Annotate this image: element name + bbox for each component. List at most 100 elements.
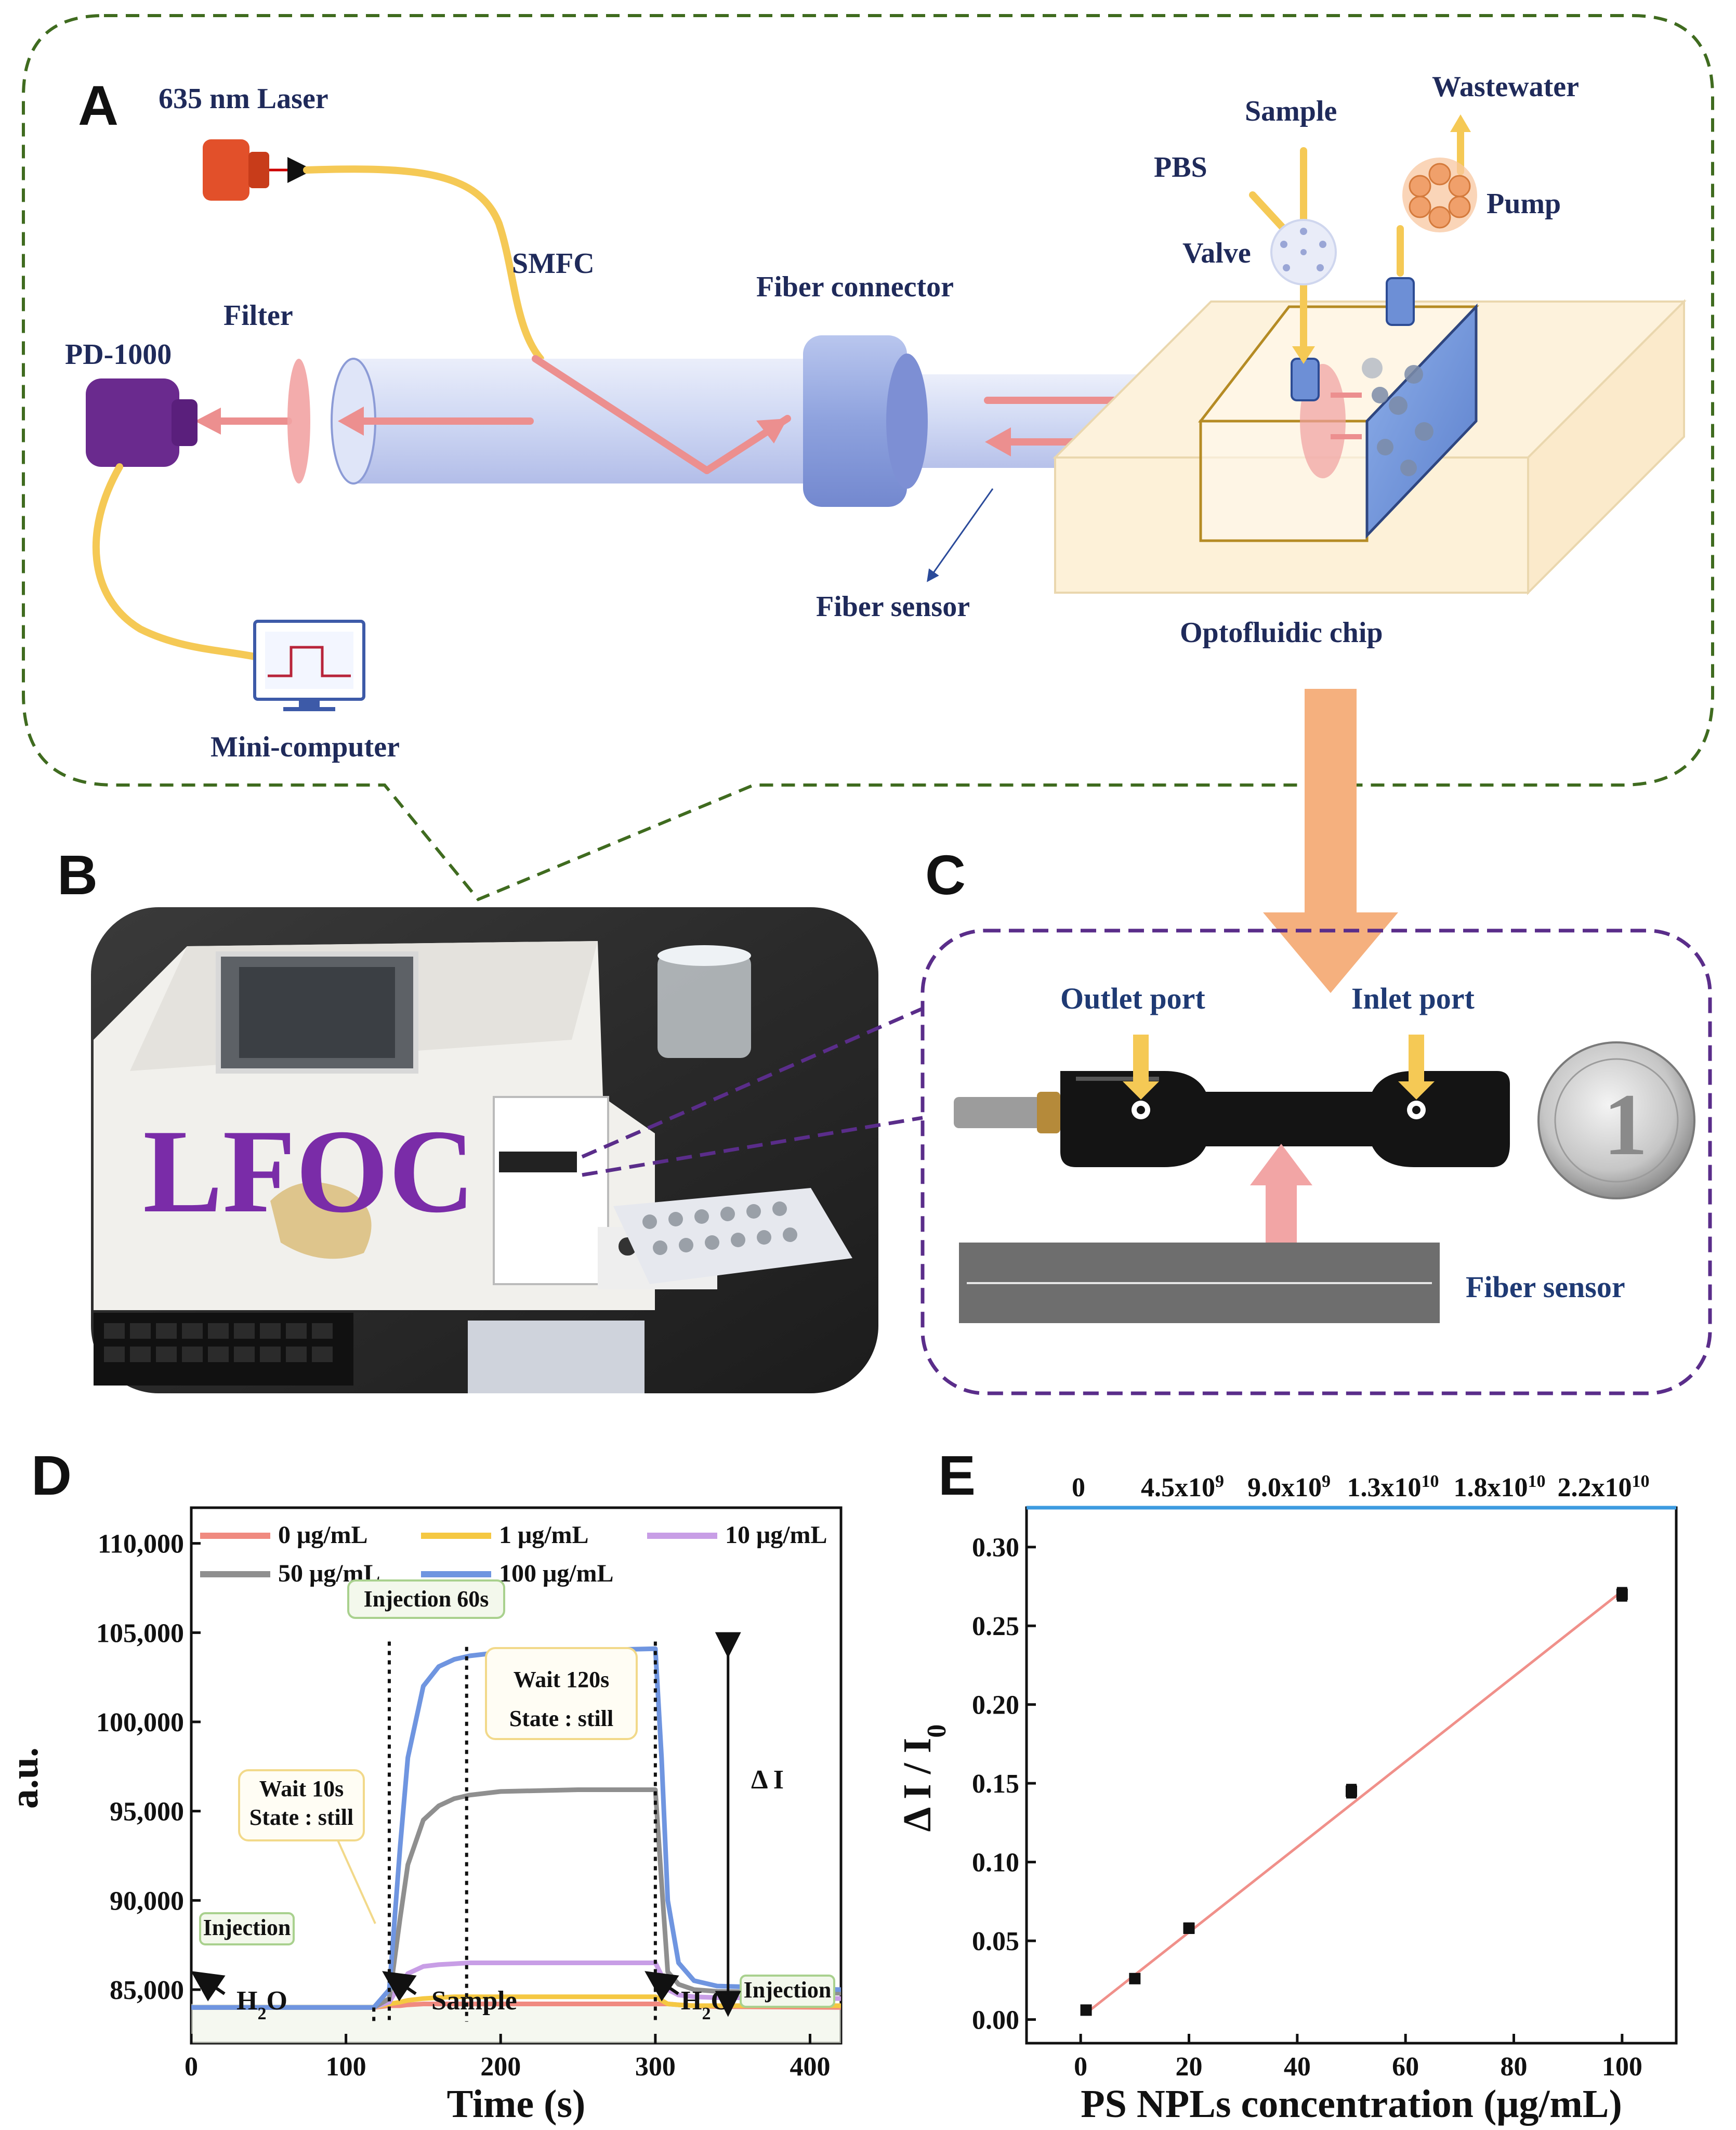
- chart-d-xtick-label: 0: [185, 2052, 198, 2082]
- chart-e-xtick-label: 60: [1392, 2052, 1419, 2082]
- inlet-port-label: Inlet port: [1351, 982, 1475, 1015]
- chart-d-xtick-label: 300: [635, 2052, 676, 2082]
- lfoc-label: LFOC: [143, 1105, 475, 1237]
- valve-label: Valve: [1182, 237, 1251, 269]
- chart-e-xtick-label: 100: [1602, 2052, 1642, 2082]
- wastewater-label: Wastewater: [1432, 71, 1579, 103]
- chart-e-top-tick-label: 1.8x1010: [1454, 1472, 1546, 1503]
- chart-e-xlabel: PS NPLs concentration (μg/mL): [1081, 2082, 1622, 2126]
- panel-label-a: A: [78, 74, 119, 137]
- laser-label: 635 nm Laser: [159, 83, 328, 115]
- annotation-injection-left: Injection: [199, 1912, 295, 1945]
- outlet-port-label: Outlet port: [1060, 982, 1205, 1015]
- chart-d-legend-label-4: 100 μg/mL: [499, 1560, 614, 1587]
- annotation-injection-60s: Injection 60s: [347, 1579, 505, 1619]
- chart-e-ylabel: Δ I / I0: [896, 1724, 952, 1832]
- pd-label: PD-1000: [65, 338, 172, 371]
- panel-label-d: D: [31, 1444, 72, 1507]
- chart-e-top-tick-label: 1.3x1010: [1347, 1472, 1439, 1503]
- chart-e-top-tick-label: 9.0x109: [1247, 1472, 1331, 1503]
- filter-label: Filter: [223, 299, 293, 332]
- chart-d-xlabel: Time (s): [447, 2082, 586, 2126]
- delta-i-arrow: Δ I: [715, 1632, 784, 2017]
- svg-text:Injection: Injection: [203, 1915, 291, 1940]
- chart-e-plot: [1080, 1587, 1628, 2016]
- svg-text:Wait 10s: Wait 10s: [259, 1776, 344, 1801]
- chart-e-ytick-label: 0.30: [972, 1533, 1019, 1563]
- fiber-sensor-label-a: Fiber sensor: [816, 591, 970, 623]
- nanoplastic-particles: [1362, 358, 1433, 476]
- chart-e-point: [1346, 1785, 1357, 1797]
- panel-a-callout-border: [22, 14, 1714, 901]
- chip-ports: [1291, 277, 1415, 439]
- chart-d-ytick-label: 100,000: [96, 1708, 184, 1737]
- fluidic-arrowheads: [1292, 114, 1471, 364]
- chip-label: Optofluidic chip: [1180, 617, 1383, 649]
- fluidic-lines: [1249, 126, 1464, 357]
- optical-filter: [287, 359, 310, 484]
- annotation-wait-120s: Wait 120s State : still: [485, 1647, 638, 1740]
- chart-e-frame: [1025, 1506, 1678, 2045]
- chart-d-ytick-label: 105,000: [96, 1618, 184, 1648]
- panel-label-c: C: [925, 843, 966, 906]
- chart-d-xtick-label: 400: [790, 2052, 830, 2082]
- port-arrows: [1123, 1035, 1435, 1100]
- chart-e-ytick-label: 0.00: [972, 2006, 1019, 2035]
- chart-d-ytick-label: 95,000: [110, 1797, 184, 1827]
- fiber-connector: [803, 335, 928, 507]
- chart-e-top-tick-label: 0: [1072, 1473, 1085, 1502]
- svg-text:H2O: H2O: [236, 1986, 287, 2023]
- event-arrow-h2o-left: H2O: [191, 1971, 287, 2023]
- chart-e-ytick-label: 0.05: [972, 1927, 1019, 1956]
- smfc-label: SMFC: [512, 247, 595, 280]
- pd-cable: [93, 463, 264, 661]
- fiber-sensor-pointer: [927, 488, 994, 582]
- chart-d-legend-label-2: 10 μg/mL: [725, 1521, 827, 1549]
- chart-d-xtick-label: 200: [480, 2052, 521, 2082]
- laser-source: [203, 139, 313, 201]
- panel-a: A 635 nm Laser SMFC Fiber connector: [22, 14, 1714, 993]
- event-arrow-sample: Sample: [382, 1971, 517, 2016]
- chart-e-top-tick-label: 4.5x109: [1141, 1472, 1224, 1503]
- zoom-arrow: [1263, 689, 1398, 993]
- smfc-fiber: [303, 165, 544, 362]
- chart-e-xtick-label: 20: [1176, 2052, 1203, 2082]
- photo-lfoc-device: [94, 941, 717, 1310]
- pump-label: Pump: [1487, 188, 1561, 220]
- svg-text:Injection: Injection: [744, 1977, 832, 2003]
- chart-d-series-line-4: [191, 1646, 841, 2010]
- fiber-connector-label: Fiber connector: [756, 271, 954, 303]
- injection-guides: [372, 1641, 657, 2022]
- chart-e-ytick-label: 0.15: [972, 1769, 1019, 1799]
- pbs-label: PBS: [1154, 151, 1207, 184]
- chart-d-xtick-label: 100: [326, 2052, 366, 2082]
- chart-e-xtick-label: 40: [1284, 2052, 1311, 2082]
- zoom-line-top: [581, 1007, 924, 1159]
- coin-digit: 1: [1603, 1076, 1648, 1173]
- chart-e-xtick-label: 80: [1501, 2052, 1528, 2082]
- valve-ports: [1280, 228, 1326, 271]
- photo-keyboard: [94, 1313, 353, 1386]
- optofluidic-chip: [1053, 299, 1687, 595]
- photo-beaker: [657, 945, 751, 1058]
- chart-d-legend-label-1: 1 μg/mL: [499, 1521, 589, 1549]
- svg-text:State : still: State : still: [249, 1805, 353, 1830]
- chart-d-ytick-label: 90,000: [110, 1886, 184, 1916]
- chart-e-ytick-label: 0.20: [972, 1691, 1019, 1720]
- fiber-sensor-label-c: Fiber sensor: [1466, 1270, 1625, 1304]
- chart-e-point: [1183, 1922, 1195, 1934]
- chart-e-point: [1129, 1972, 1141, 1984]
- panel-label-e: E: [938, 1444, 976, 1507]
- svg-text:Δ I: Δ I: [751, 1765, 784, 1795]
- panel-c: C Outlet port Inlet port Fiber sensor: [920, 843, 1712, 1395]
- sensor-insert-arrow: [1250, 1144, 1312, 1258]
- photodetector: [86, 378, 198, 467]
- pump: [1402, 158, 1477, 232]
- svg-text:State : still: State : still: [509, 1706, 613, 1731]
- svg-text:Injection 60s: Injection 60s: [364, 1586, 489, 1612]
